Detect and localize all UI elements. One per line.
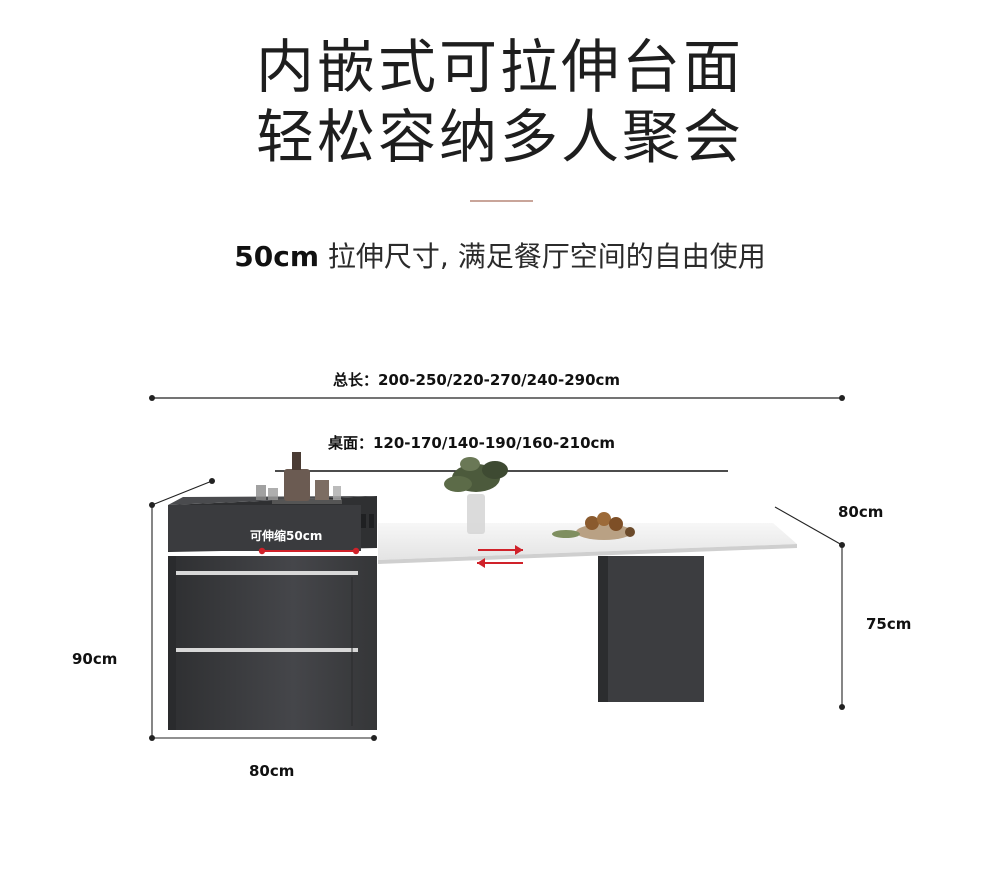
subheadline: 50cm 拉伸尺寸, 满足餐厅空间的自由使用 bbox=[0, 240, 1000, 274]
drawer-handle-top bbox=[176, 571, 358, 575]
width-bottom-dimension-line bbox=[152, 735, 377, 741]
subheadline-text: 拉伸尺寸, 满足餐厅空间的自由使用 bbox=[319, 240, 766, 273]
height-right-dimension-line bbox=[839, 545, 845, 710]
height-right-label: 75cm bbox=[866, 615, 912, 633]
table-pedestal-leg bbox=[598, 556, 704, 702]
decor-bottles-tray bbox=[256, 452, 342, 504]
width-bottom-label: 80cm bbox=[249, 762, 295, 780]
tabletop-length-label: 桌面：120-170/140-190/160-210cm bbox=[328, 434, 616, 452]
total-length-dimension-line bbox=[149, 395, 845, 401]
extend-label: 可伸缩50cm bbox=[250, 528, 322, 543]
side-cabinet bbox=[168, 496, 377, 730]
depth-right-label: 80cm bbox=[838, 503, 884, 521]
extend-indicator bbox=[258, 547, 360, 555]
title-divider bbox=[470, 200, 533, 202]
fruit-bowl bbox=[552, 512, 635, 540]
drawer-handle-bottom bbox=[176, 648, 358, 652]
headline-line-1: 内嵌式可拉伸台面 bbox=[255, 33, 744, 101]
extend-arrows-icon bbox=[477, 545, 523, 568]
height-left-label: 90cm bbox=[72, 650, 118, 668]
plant-vase bbox=[444, 457, 508, 534]
headline-line-2: 轻松容纳多人聚会 bbox=[255, 103, 744, 171]
total-length-label: 总长：200-250/220-270/240-290cm bbox=[333, 371, 621, 389]
height-left-dimension-line bbox=[149, 505, 155, 741]
subheadline-highlight: 50cm bbox=[234, 240, 320, 273]
